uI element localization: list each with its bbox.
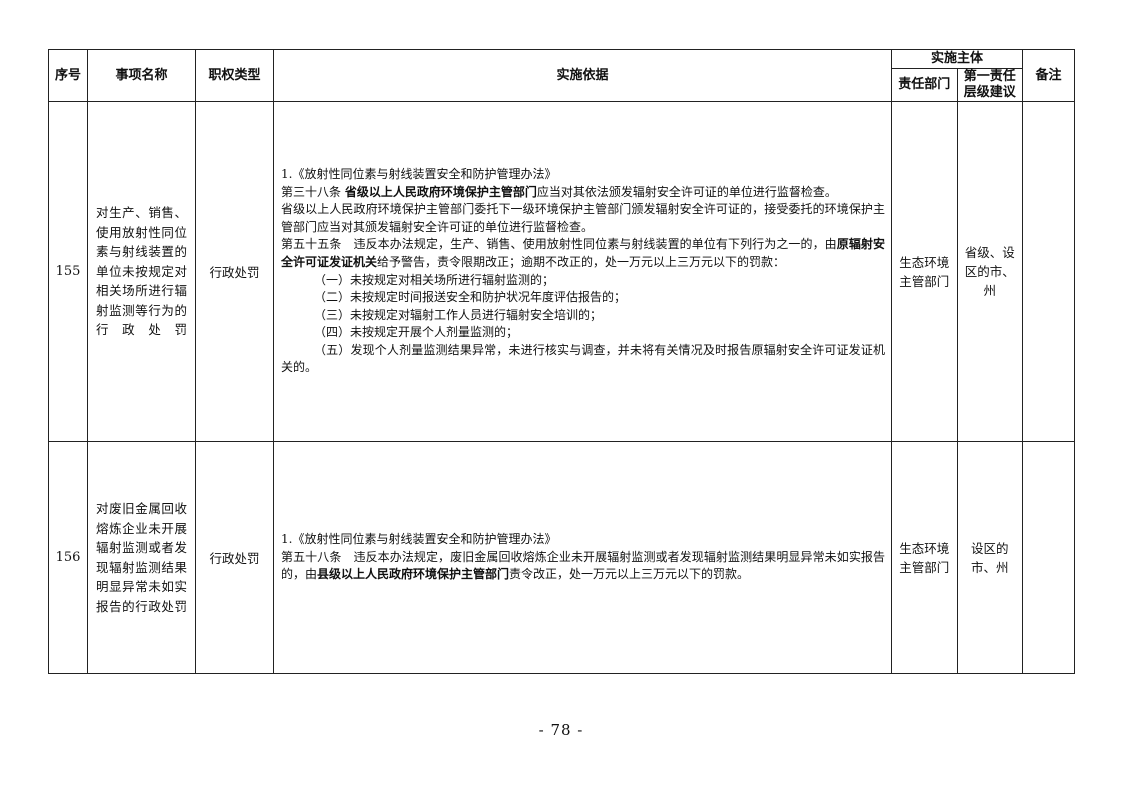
- table-row: 156 对废旧金属回收熔炼企业未开展辐射监测或者发现辐射监测结果明显异常未如实报…: [48, 441, 1075, 674]
- header-name: 事项名称: [87, 49, 196, 102]
- header-dept: 责任部门: [891, 68, 958, 102]
- row-dept: 生态环境主管部门: [891, 441, 958, 674]
- basis-article: 省级以上人民政府环境保护主管部门委托下一级环境保护主管部门颁发辐射安全许可证的，…: [281, 202, 885, 234]
- basis-article: 第五十五条 违反本办法规定，生产、销售、使用放射性同位素与射线装置的单位有下列行…: [281, 237, 885, 269]
- row-note: [1022, 441, 1075, 674]
- basis-law-title: 1.《放射性同位素与射线装置安全和防护管理办法》: [281, 532, 557, 547]
- row-type: 行政处罚: [195, 101, 274, 442]
- row-seq: 156: [48, 441, 88, 674]
- table-row: 155 对生产、销售、使用放射性同位素与射线装置的单位未按规定对相关场所进行辐射…: [48, 101, 1075, 442]
- row-seq: 155: [48, 101, 88, 442]
- header-subject: 实施主体: [891, 49, 1023, 69]
- row-basis: 1.《放射性同位素与射线装置安全和防护管理办法》 第五十八条 违反本办法规定，废…: [273, 441, 892, 674]
- basis-item: （二）未按规定时间报送安全和防护状况年度评估报告的；: [314, 290, 627, 305]
- authority-table: 序号 事项名称 职权类型 实施依据 实施主体 备注 责任部门 第一责任层级建议 …: [48, 49, 1075, 674]
- basis-item: （四）未按规定开展个人剂量监测的；: [314, 325, 519, 340]
- row-type: 行政处罚: [195, 441, 274, 674]
- row-dept: 生态环境主管部门: [891, 101, 958, 442]
- header-type: 职权类型: [195, 49, 274, 102]
- basis-article: 第五十八条 违反本办法规定，废旧金属回收熔炼企业未开展辐射监测或者发现辐射监测结…: [281, 549, 885, 582]
- header-note: 备注: [1022, 49, 1075, 102]
- basis-item: （一）未按规定对相关场所进行辐射监测的；: [314, 272, 555, 287]
- row-name: 对废旧金属回收熔炼企业未开展辐射监测或者发现辐射监测结果明显异常未如实报告的行政…: [87, 441, 196, 674]
- header-seq: 序号: [48, 49, 88, 102]
- header-level: 第一责任层级建议: [956, 68, 1023, 102]
- row-note: [1022, 101, 1075, 442]
- row-basis: 1.《放射性同位素与射线装置安全和防护管理办法》 第三十八条 省级以上人民政府环…: [273, 101, 892, 442]
- basis-law-title: 1.《放射性同位素与射线装置安全和防护管理办法》: [281, 166, 557, 181]
- header-basis: 实施依据: [273, 49, 892, 102]
- basis-item: （五）发现个人剂量监测结果异常，未进行核实与调查，并未将有关情况及时报告原辐射安…: [281, 342, 885, 375]
- row-level: 设区的市、州: [956, 441, 1023, 674]
- basis-article: 第三十八条 省级以上人民政府环境保护主管部门应当对其依法颁发辐射安全许可证的单位…: [281, 184, 837, 199]
- row-name: 对生产、销售、使用放射性同位素与射线装置的单位未按规定对相关场所进行辐射监测等行…: [87, 101, 196, 442]
- page-number: - 78 -: [538, 721, 584, 739]
- basis-item: （三）未按规定对辐射工作人员进行辐射安全培训的；: [314, 307, 603, 322]
- row-level: 省级、设区的市、州: [956, 101, 1023, 442]
